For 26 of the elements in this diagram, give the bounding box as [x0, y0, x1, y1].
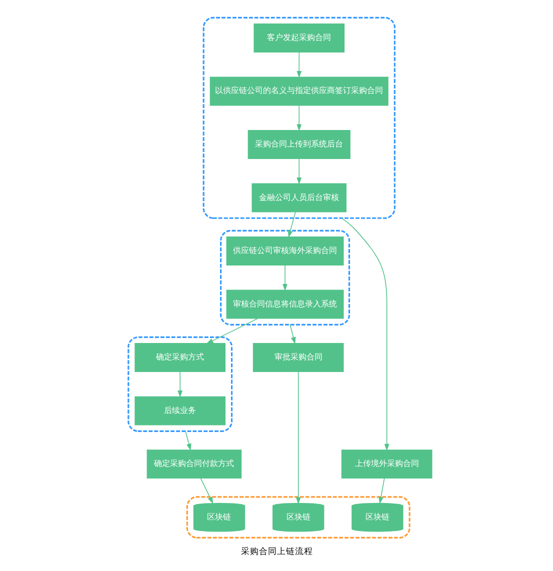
arrow — [200, 478, 213, 504]
node-box: 审批采购合同 — [252, 343, 344, 372]
node-box: 客户发起采购合同 — [253, 24, 344, 53]
arrow — [296, 52, 302, 78]
cluster — [202, 16, 395, 219]
node-box: 后续业务 — [134, 396, 225, 426]
node-box: 采购合同上传到系统后台 — [247, 130, 350, 160]
cluster — [127, 336, 232, 432]
arrow — [289, 324, 296, 344]
arrow — [295, 371, 300, 504]
arrow — [282, 265, 287, 292]
node-box: 金融公司人员后台审核 — [251, 183, 346, 212]
arrow — [287, 212, 296, 238]
arrow — [296, 105, 302, 132]
arrow — [177, 372, 182, 398]
node-box: 以供应链公司的名义与指定供应商签订采购合同 — [209, 76, 388, 106]
arrow — [296, 158, 302, 185]
arrow — [378, 478, 384, 504]
arrow — [184, 430, 191, 451]
node-box: 上传境外采购合同 — [340, 450, 432, 479]
caption: 采购合同上链流程 — [240, 546, 312, 557]
node-box: 确定采购合同付款方式 — [146, 450, 242, 479]
node-box: 供应链公司审核海外采购合同 — [226, 236, 344, 266]
node-box: 审核合同信息将信息录入系统 — [226, 290, 344, 319]
arrow — [206, 318, 258, 344]
node-box: 确定采购方式 — [134, 343, 225, 372]
